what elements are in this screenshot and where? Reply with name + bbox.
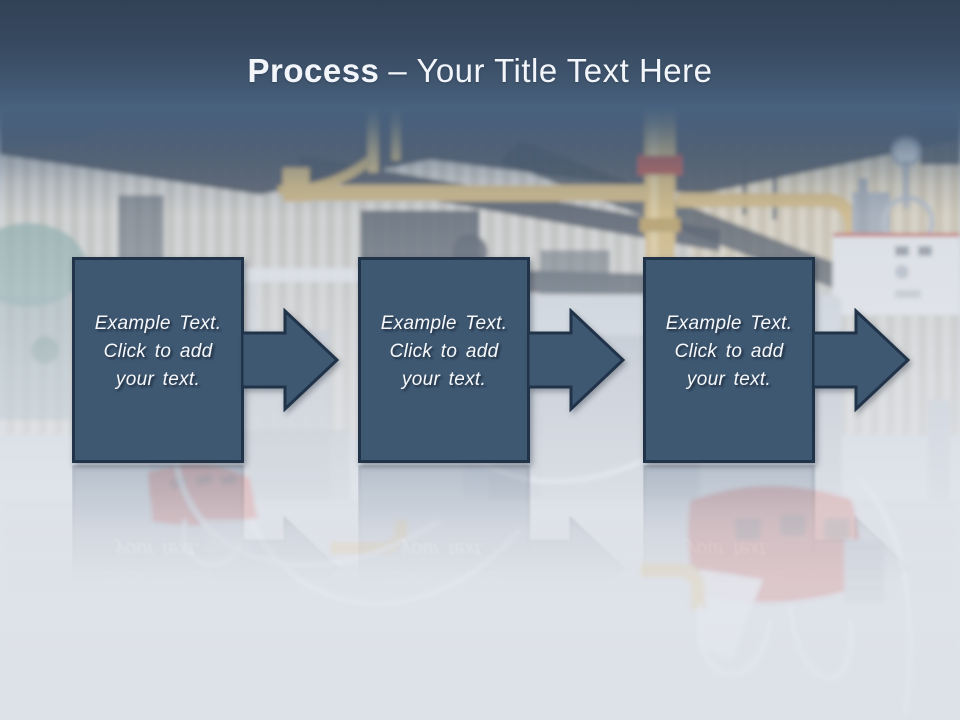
step-1-visual: Example Text. Click to add your text. (72, 257, 344, 463)
process-box-2[interactable]: Example Text. Click to add your text. (358, 257, 530, 463)
box-text-line: Click to add (389, 341, 499, 362)
title-rest: – Your Title Text Here (388, 52, 713, 89)
box-text-line: Example Text. (380, 313, 508, 334)
title-emphasis: Process (247, 52, 380, 89)
process-step-2: Example Text. Click to add your text. Ex… (358, 257, 630, 671)
box-text-line: Example Text. (94, 313, 222, 334)
header-gradient-band (0, 0, 960, 215)
box-text-line: your text. (401, 369, 487, 390)
process-box-3[interactable]: Example Text. Click to add your text. (643, 257, 815, 463)
slide-title[interactable]: Process– Your Title Text Here (0, 52, 960, 90)
arrow-right-shape[interactable] (242, 308, 340, 412)
box-text-line: Click to add (674, 341, 784, 362)
arrow-right-shape[interactable] (528, 308, 626, 412)
box-text-line: Click to add (103, 341, 213, 362)
process-step-1: Example Text. Click to add your text. Ex… (72, 257, 344, 671)
box-text-line: Example Text. (665, 313, 793, 334)
process-step-3: Example Text. Click to add your text. Ex… (643, 257, 915, 671)
box-text-line: your text. (115, 369, 201, 390)
arrow-right-shape[interactable] (813, 308, 911, 412)
step-3-visual: Example Text. Click to add your text. (643, 257, 915, 463)
step-2-visual: Example Text. Click to add your text. (358, 257, 630, 463)
box-text-line: your text. (686, 369, 772, 390)
process-box-1[interactable]: Example Text. Click to add your text. (72, 257, 244, 463)
